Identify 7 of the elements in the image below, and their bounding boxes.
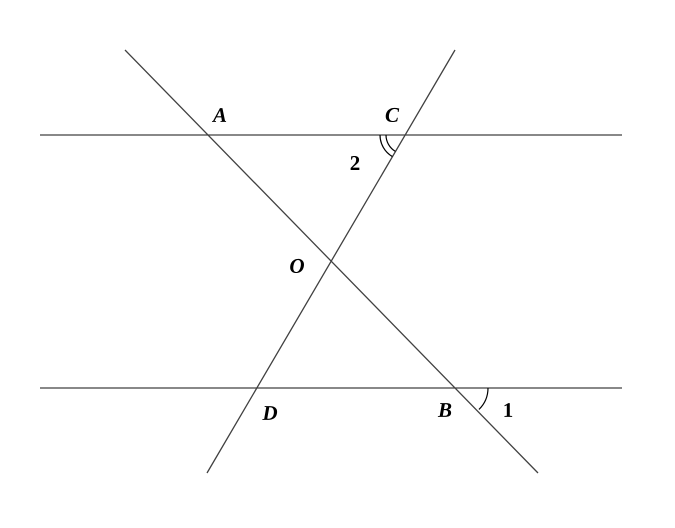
point-label: O [290,258,304,274]
point-label: B [438,403,452,417]
point-label: C [386,108,400,122]
point-label: D [262,406,278,420]
point-label: A [212,108,226,122]
angle-label: 2 [350,156,360,170]
angle-label: 1 [504,403,512,417]
